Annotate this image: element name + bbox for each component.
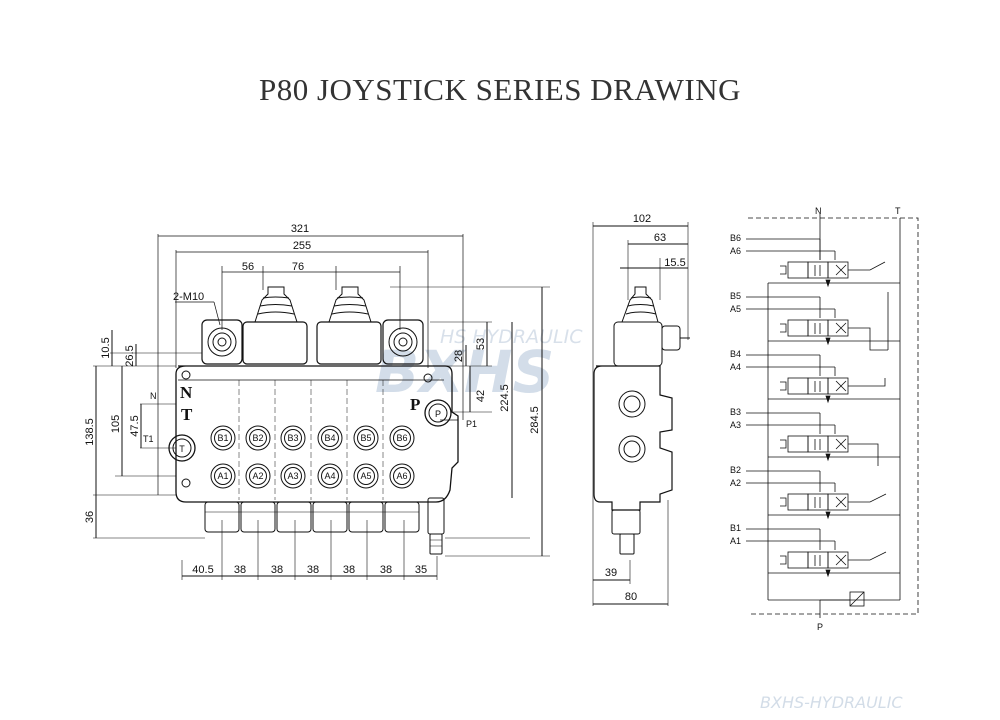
dim-321: 321 [291, 223, 309, 235]
port-a1: A1 [217, 471, 228, 481]
t-port-label: T [179, 444, 185, 454]
schematic-sections [746, 238, 900, 600]
schematic-b1: B1 [730, 523, 741, 533]
dim-38-b: 38 [271, 564, 283, 576]
dim-38-e: 38 [380, 564, 392, 576]
watermark: BXHS HS HYDRAULIC BXHS-HYDRAULIC [375, 326, 903, 712]
mount-label: 2-M10 [173, 291, 204, 303]
port-b1: B1 [217, 433, 228, 443]
p-port-label: P [435, 409, 441, 419]
side-view-labels: 102 63 15.5 39 80 [605, 213, 686, 603]
dim-38-c: 38 [307, 564, 319, 576]
b-port-row [210, 425, 415, 451]
dim-15-5: 15.5 [664, 257, 685, 269]
port-b6: B6 [396, 433, 407, 443]
side-view [592, 222, 690, 606]
dim-40-5: 40.5 [192, 564, 213, 576]
port-b4: B4 [324, 433, 335, 443]
dim-56: 56 [242, 261, 254, 273]
dim-105: 105 [110, 415, 122, 433]
dim-76: 76 [292, 261, 304, 273]
schematic-b3: B3 [730, 407, 741, 417]
port-b2: B2 [252, 433, 263, 443]
port-n-label: N [150, 391, 157, 401]
dim-28: 28 [453, 350, 465, 362]
page-title: P80 JOYSTICK SERIES DRAWING [258, 72, 742, 107]
schematic-a2: A2 [730, 478, 741, 488]
schematic-a3: A3 [730, 420, 741, 430]
a-port-row [210, 463, 415, 489]
dim-53: 53 [475, 338, 487, 350]
letter-p: P [410, 395, 420, 414]
hydraulic-schematic [748, 214, 919, 618]
schematic-b5: B5 [730, 291, 741, 301]
schematic-a4: A4 [730, 362, 741, 372]
port-a5: A5 [360, 471, 371, 481]
dim-138-5: 138.5 [84, 418, 96, 446]
dim-39: 39 [605, 567, 617, 579]
front-view-labels: 321 255 56 76 2-M10 N T P N T1 P1 T P B1… [84, 223, 541, 576]
port-p1-label: P1 [466, 419, 477, 429]
watermark-logo: BXHS [375, 338, 554, 406]
letter-t: T [181, 405, 193, 424]
watermark-footer: BXHS-HYDRAULIC [760, 693, 903, 712]
dim-38-d: 38 [343, 564, 355, 576]
port-a4: A4 [324, 471, 335, 481]
dim-10-5: 10.5 [100, 337, 112, 358]
dim-38-a: 38 [234, 564, 246, 576]
schematic-b4: B4 [730, 349, 741, 359]
dim-255: 255 [293, 240, 311, 252]
dim-47-5: 47.5 [129, 415, 141, 436]
front-view [93, 234, 550, 580]
schematic-t-label: T [895, 206, 901, 216]
letter-n: N [180, 383, 193, 402]
dim-284-5: 284.5 [529, 406, 541, 434]
schematic-n-label: N [815, 206, 822, 216]
dim-26-5: 26.5 [124, 345, 136, 366]
dim-102: 102 [633, 213, 651, 225]
schematic-a5: A5 [730, 304, 741, 314]
dim-80: 80 [625, 591, 637, 603]
port-a6: A6 [396, 471, 407, 481]
port-b3: B3 [287, 433, 298, 443]
dim-224-5: 224.5 [499, 384, 511, 412]
port-b5: B5 [360, 433, 371, 443]
schematic-b2: B2 [730, 465, 741, 475]
dim-36: 36 [84, 511, 96, 523]
schematic-a6: A6 [730, 246, 741, 256]
dim-42: 42 [475, 390, 487, 402]
schematic-a1: A1 [730, 536, 741, 546]
schematic-b6: B6 [730, 233, 741, 243]
port-a2: A2 [252, 471, 263, 481]
port-t1-label: T1 [143, 434, 154, 444]
port-a3: A3 [287, 471, 298, 481]
schematic-labels: N T P B6 A6 B5 A5 B4 A4 B3 A3 B2 A2 B1 A… [730, 206, 901, 632]
dim-63: 63 [654, 232, 666, 244]
dim-35: 35 [415, 564, 427, 576]
schematic-p-label: P [817, 622, 823, 632]
